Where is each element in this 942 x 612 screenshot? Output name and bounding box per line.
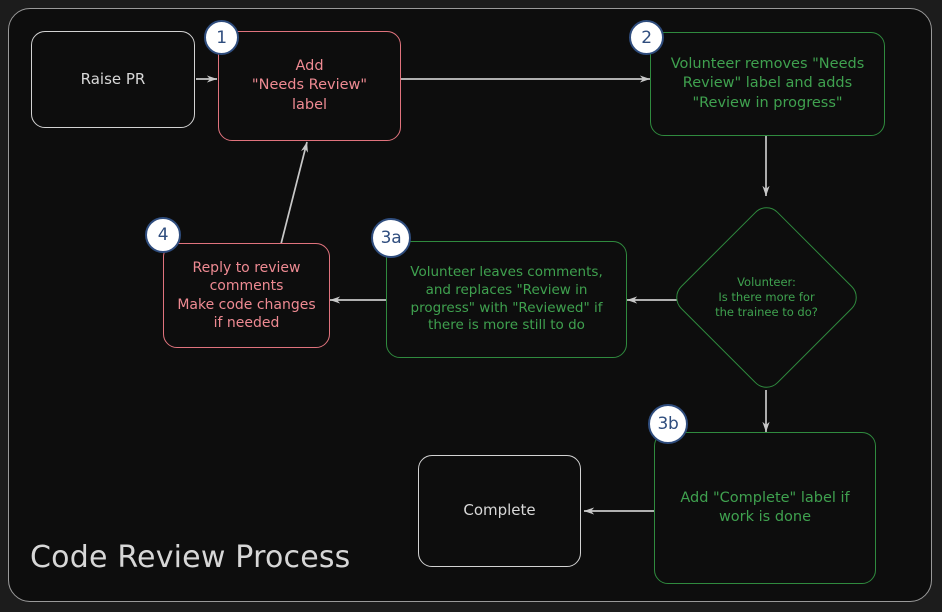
node-complete[interactable]: Complete — [418, 455, 581, 567]
badge-step-2-text: 2 — [641, 27, 652, 48]
node-add-needs-review[interactable]: Add "Needs Review" label — [218, 31, 401, 141]
badge-step-4: 4 — [145, 217, 181, 253]
badge-step-3a-text: 3a — [380, 228, 402, 248]
diagram-title: Code Review Process — [30, 540, 351, 575]
badge-step-4-text: 4 — [157, 225, 169, 245]
node-decision-more-work-label: Volunteer: Is there more for the trainee… — [715, 274, 818, 320]
node-reply-to-review[interactable]: Reply to review comments Make code chang… — [163, 243, 330, 348]
badge-step-1: 1 — [204, 20, 239, 55]
node-add-complete-label[interactable]: Add "Complete" label if work is done — [654, 432, 876, 584]
node-complete-label: Complete — [463, 501, 536, 520]
node-add-needs-review-label: Add "Needs Review" label — [251, 58, 368, 113]
node-decision-more-work[interactable]: Volunteer: Is there more for the trainee… — [669, 200, 864, 395]
node-raise-pr[interactable]: Raise PR — [31, 31, 195, 128]
node-volunteer-takes-label: Volunteer removes "Needs Review" label a… — [670, 56, 865, 111]
node-raise-pr-label: Raise PR — [80, 69, 146, 88]
badge-step-3a: 3a — [371, 218, 411, 258]
badge-step-1-text: 1 — [216, 27, 227, 48]
node-volunteer-comments[interactable]: Volunteer leaves comments, and replaces … — [386, 241, 627, 358]
node-reply-to-review-label: Reply to review comments Make code chang… — [177, 259, 316, 331]
badge-step-3b-text: 3b — [657, 414, 679, 434]
node-volunteer-takes[interactable]: Volunteer removes "Needs Review" label a… — [650, 32, 885, 136]
node-volunteer-comments-label: Volunteer leaves comments, and replaces … — [410, 263, 603, 334]
badge-step-2: 2 — [629, 20, 664, 55]
node-add-complete-label-text: Add "Complete" label if work is done — [680, 489, 850, 525]
badge-step-3b: 3b — [648, 404, 688, 444]
